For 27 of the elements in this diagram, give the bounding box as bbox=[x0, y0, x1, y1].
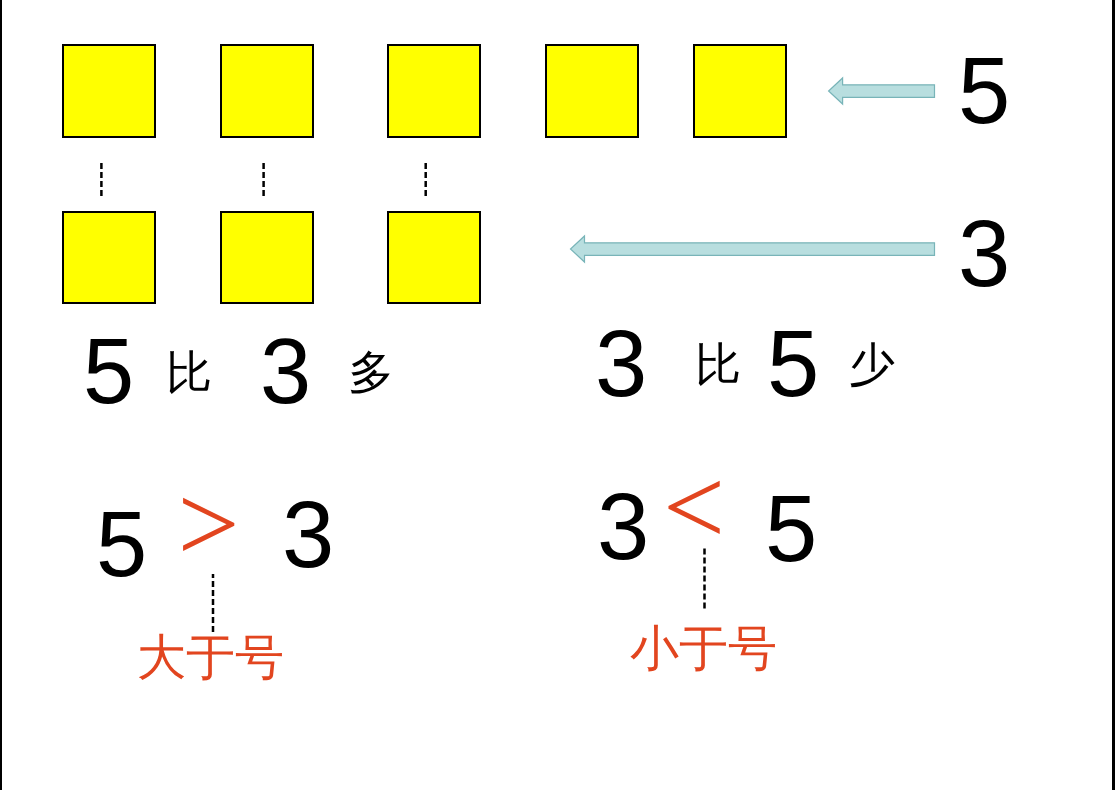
comparison-sentence: 5 比 3 多 bbox=[83, 337, 394, 406]
less-than-sign: < bbox=[663, 469, 726, 546]
number: 5 bbox=[765, 494, 818, 565]
comparison-sentence: 3 比 5 少 bbox=[595, 329, 895, 400]
number: 5 bbox=[958, 56, 1011, 127]
square bbox=[220, 44, 314, 138]
number: 3 bbox=[282, 500, 335, 571]
number: 3 bbox=[958, 219, 1011, 290]
sign-label: 大于号 bbox=[137, 633, 284, 682]
number: 3 bbox=[597, 492, 650, 563]
greater-than-sign: > bbox=[177, 486, 240, 563]
sign-label: 小于号 bbox=[630, 624, 777, 673]
square bbox=[62, 44, 156, 138]
square bbox=[387, 211, 481, 304]
dashed-line bbox=[100, 163, 103, 197]
square bbox=[62, 211, 156, 304]
square bbox=[545, 44, 639, 138]
leader-line bbox=[211, 574, 215, 632]
arrow bbox=[827, 76, 936, 106]
square bbox=[387, 44, 481, 138]
dashed-line bbox=[424, 163, 427, 197]
dashed-line bbox=[262, 163, 265, 197]
square bbox=[220, 211, 314, 304]
square bbox=[693, 44, 787, 138]
arrow bbox=[569, 234, 936, 264]
leader-line bbox=[703, 548, 706, 609]
number: 5 bbox=[96, 510, 148, 579]
